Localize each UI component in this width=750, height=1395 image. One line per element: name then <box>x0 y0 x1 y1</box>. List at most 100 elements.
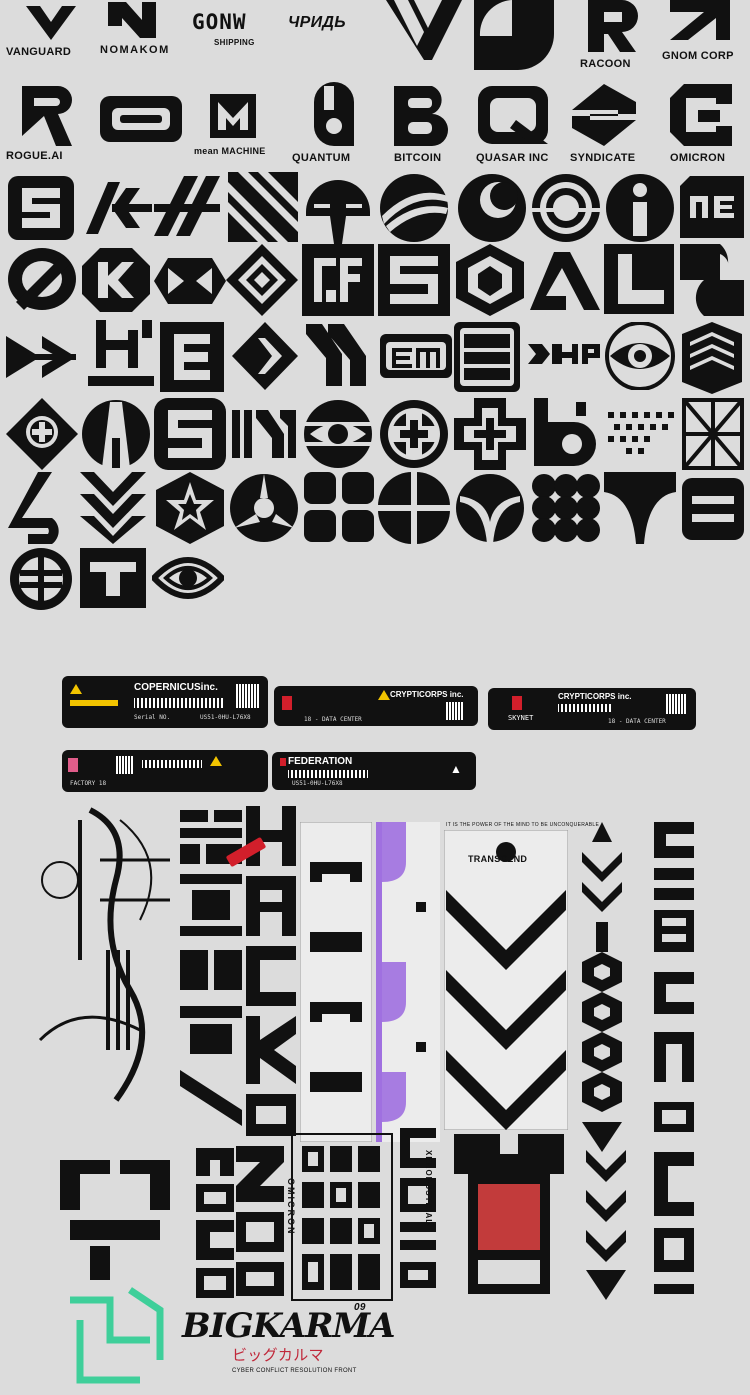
qr-code <box>666 694 686 714</box>
bitcoin-logo <box>392 84 454 153</box>
copernicus-title: COPERNICUSinc. <box>134 682 218 693</box>
chpudb-vertical <box>190 1148 240 1303</box>
quasar-logo <box>476 84 550 151</box>
bigkarma-wordmark: BIGKARMA <box>182 1306 396 1346</box>
gnom-corp-logo <box>670 0 730 45</box>
bracket-glyph-block <box>648 1152 700 1307</box>
rounded-bars-icon <box>682 478 744 545</box>
tagline-text: IT IS THE POWER OF THE MIND TO BE UNCONQ… <box>446 822 600 828</box>
round-quad-icon <box>378 472 450 549</box>
data-center-label-2: 18 - DATA CENTER <box>608 718 666 725</box>
transcend-panel <box>443 829 569 1135</box>
chpudb-wordmark: ЧРИДЬ <box>288 14 346 31</box>
arrow-chevrons-icon <box>86 182 152 239</box>
s-block-icon <box>8 176 74 245</box>
e-circle-icon <box>8 546 74 617</box>
em-me-stack-icon <box>454 322 520 397</box>
quantum-logo <box>304 82 362 153</box>
federation-serial: US51-0HU-L76X8 <box>292 780 343 787</box>
red-badge <box>512 696 522 710</box>
im-slant-icon <box>228 406 300 467</box>
data-center-label: 18 - DATA CENTER <box>304 716 362 723</box>
em-box-icon <box>380 334 452 383</box>
serial-label: Serial NO. <box>134 714 171 721</box>
ryuko-vertical <box>232 1146 288 1301</box>
warning-icon <box>378 690 390 700</box>
rogue-ai-label: ROGUE.AI <box>6 150 63 162</box>
plus-diamond-icon <box>6 398 78 475</box>
qr-code <box>116 756 134 774</box>
mean-machine-logo <box>210 94 256 143</box>
interlock-cross-icon <box>454 398 526 475</box>
hex-bowtie-icon <box>154 258 226 309</box>
triangle-lattice-icon <box>682 398 744 475</box>
barcode <box>288 770 368 778</box>
s-rounded-icon <box>154 398 226 475</box>
arrow-stack <box>586 1150 626 1305</box>
crypticorps-title: CRYPTICORPS inc. <box>390 690 464 699</box>
frame-column-2-purple <box>376 822 440 1147</box>
i-circle-icon <box>604 172 676 249</box>
rounded-box-logo <box>98 94 184 149</box>
copernicus-tag: COPERNICUSinc. Serial NO. US51-0HU-L76X8 <box>62 676 268 728</box>
red-badge <box>282 696 292 710</box>
nomakom-label: NOMAKOM <box>100 44 170 56</box>
federation-title: FEDERATION <box>288 756 353 767</box>
racoon-label: RACOON <box>580 58 631 70</box>
bitcoin-label: BITCOIN <box>394 152 442 164</box>
l-block-icon <box>604 244 674 319</box>
fountain-icon <box>454 472 526 549</box>
circle-cut-logo <box>474 0 554 75</box>
cyber-glyph-column <box>20 800 180 1185</box>
swoosh-circle-icon <box>378 172 450 249</box>
tower-circle-icon <box>80 398 152 475</box>
v-chevron-logo <box>384 0 464 67</box>
s-curve-icon <box>680 244 744 321</box>
quad-squares-icon <box>304 472 374 547</box>
triangle-mark: ▲ <box>450 762 462 776</box>
k-octagon-icon <box>82 248 150 317</box>
vanguard-logo <box>22 0 80 47</box>
circle-grid-icon <box>530 472 602 549</box>
b-loop-icon <box>530 398 600 473</box>
federation-tag: FEDERATION US51-0HU-L76X8 ▲ <box>272 752 476 790</box>
barcode <box>134 698 224 708</box>
vanguard-label: VANGUARD <box>6 46 72 58</box>
arrow-slash-icon <box>6 326 76 393</box>
warning-icon <box>210 756 222 766</box>
m-slant-icon <box>306 324 372 391</box>
bigkarma-japanese: ビッグカルマ <box>232 1346 324 1364</box>
barcode <box>558 704 612 712</box>
dot-matrix-icon <box>606 410 676 459</box>
syndicate-logo <box>570 84 638 151</box>
eye-striped-icon <box>302 398 374 475</box>
gnom-corp-label: GNOM CORP <box>662 50 734 62</box>
crypticorps-tag-2: SKYNET CRYPTICORPS inc. 18 - DATA CENTER <box>488 688 696 730</box>
arch-rings-icon <box>530 172 602 249</box>
serial-value: US51-0HU-L76X8 <box>200 714 251 721</box>
crypticorps-title-2: CRYPTICORPS inc. <box>558 692 632 701</box>
bigkarma-subtitle: CYBER CONFLICT RESOLUTION FRONT <box>232 1368 357 1374</box>
dome-icon <box>302 172 374 249</box>
e-block-icon <box>160 322 224 397</box>
h-glyph-icon <box>88 320 154 395</box>
barcode <box>142 760 202 768</box>
omicron-logo <box>670 84 732 151</box>
hex-star-icon <box>154 472 226 549</box>
eye-circle-icon <box>604 321 676 395</box>
a-delta-icon <box>530 252 600 315</box>
shipping-label: SHIPPING <box>214 38 255 47</box>
double-chevron-icon <box>80 472 146 549</box>
gonw-wordmark: GONW <box>192 10 247 34</box>
hacked-vertical <box>246 806 296 1141</box>
xerodustrial-vertical: XERODUSTRIAL <box>424 1150 433 1226</box>
diagonal-lines-icon <box>228 172 298 247</box>
honeycomb-column <box>572 822 632 1157</box>
xerodustrial-block <box>396 1128 440 1293</box>
drop-fountain-icon <box>604 472 676 549</box>
factory-tag: FACTORY 18 <box>62 750 268 792</box>
quantum-label: QUANTUM <box>292 152 351 164</box>
bigkarma-number: 09 <box>354 1302 366 1313</box>
warning-icon <box>70 684 82 694</box>
striped-diamond-icon <box>682 322 742 399</box>
